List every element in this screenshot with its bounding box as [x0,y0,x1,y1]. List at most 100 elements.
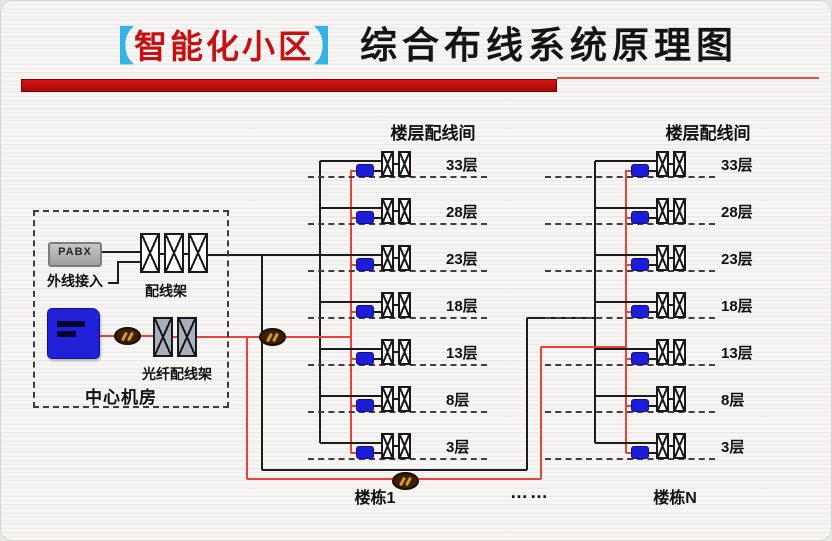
floor-switch-icon [631,399,649,412]
switch-link-line [649,264,657,266]
panel-link-line [668,445,674,447]
switch-link-line [374,170,382,172]
floor-row: 28层 [545,198,767,245]
copper-branch-line [320,442,383,444]
floor-row: 23层 [545,245,767,292]
copper-branch-line [320,160,383,162]
fiber-jog-line [351,405,357,407]
column-header-buildingN: 楼层配线间 [665,124,751,143]
switch-link-line [649,452,657,454]
copper-branch-line [595,301,658,303]
copper-branch-line [595,395,658,397]
device-screen-marks [57,331,76,337]
floor-label: 8层 [446,392,470,409]
floor-separator [545,364,715,366]
network-device-icon [47,308,100,359]
patch-panel-label: 配线架 [145,283,187,299]
floor-row: 3层 [308,433,492,480]
floor-label: 13层 [446,345,478,362]
device-screen-marks [57,321,85,327]
floor-label: 13层 [721,345,753,362]
floor-switch-icon [356,164,374,177]
fiber-panel-icon [153,317,173,357]
panel-link-line [668,210,674,212]
floor-panel-icon [398,292,411,318]
title-bracket-right: 】 [314,24,354,69]
floor-switch-icon [356,258,374,271]
floor-switch-icon [356,352,374,365]
panel-link-line [668,398,674,400]
floor-label: 33层 [446,157,478,174]
floor-separator [308,458,487,460]
floor-separator [545,176,715,178]
floor-switch-icon [631,164,649,177]
switch-link-line [374,358,382,360]
fiber-jog-line [351,170,357,172]
floor-panel-icon [673,339,686,365]
floor-separator [308,364,487,366]
floor-separator [308,317,487,319]
switch-link-line [649,358,657,360]
title-highlight: 智能化小区 [134,30,314,66]
copper-branch-line [320,301,383,303]
panel-link-line [393,163,399,165]
floor-row: 13层 [308,339,492,386]
pabx-box: PABX [48,242,102,267]
floor-panel-icon [398,151,411,177]
floor-label: 23层 [721,251,753,268]
fiber-jog-line [626,358,632,360]
floor-separator [545,458,715,460]
floor-separator [545,223,715,225]
floor-switch-icon [631,211,649,224]
copper-branch-line [320,395,383,397]
floor-label: 3层 [721,439,745,456]
switch-link-line [649,217,657,219]
floor-separator [545,317,715,319]
fiber-jog-line [626,264,632,266]
floor-switch-icon [356,211,374,224]
floor-row: 33层 [308,151,492,198]
fiber-jog-line [626,217,632,219]
central-room-label: 中心机房 [85,388,157,407]
copper-branch-line [595,348,658,350]
fiber-jog-line [351,311,357,313]
floor-panel-icon [398,386,411,412]
switch-link-line [649,311,657,313]
copper-branch-line [595,442,658,444]
floor-panel-icon [398,245,411,271]
floor-panel-icon [673,198,686,224]
floor-panel-icon [673,433,686,459]
copper-branch-line [320,254,383,256]
ellipsis-separator: …… [510,482,550,502]
title-bracket-left: 【 [94,24,134,69]
floor-switch-icon [631,352,649,365]
floor-label: 28层 [446,204,478,221]
switch-link-line [374,405,382,407]
floor-row: 28层 [308,198,492,245]
switch-link-line [649,170,657,172]
panel-link-line [393,398,399,400]
floor-panel-icon [398,198,411,224]
title-divider-bar [21,79,557,92]
switch-link-line [374,217,382,219]
building-n-label: 楼栋N [653,490,697,507]
floor-panel-icon [673,245,686,271]
floor-switch-icon [356,399,374,412]
page-title: 【智能化小区】综合布线系统原理图 [0,14,832,72]
floor-switch-icon [356,446,374,459]
floor-separator [308,223,487,225]
floor-label: 3层 [446,439,470,456]
floor-label: 18层 [721,298,753,315]
copper-branch-line [320,207,383,209]
panel-link-line [668,163,674,165]
panel-link-line [668,351,674,353]
floor-switch-icon [356,305,374,318]
copper-branch-line [595,254,658,256]
floor-switch-icon [631,258,649,271]
floor-separator [545,270,715,272]
floor-panel-icon [398,433,411,459]
central-room-box [33,210,229,408]
fiber-panel-icon [177,317,197,357]
fiber-panel-label: 光纤配线架 [142,366,212,382]
